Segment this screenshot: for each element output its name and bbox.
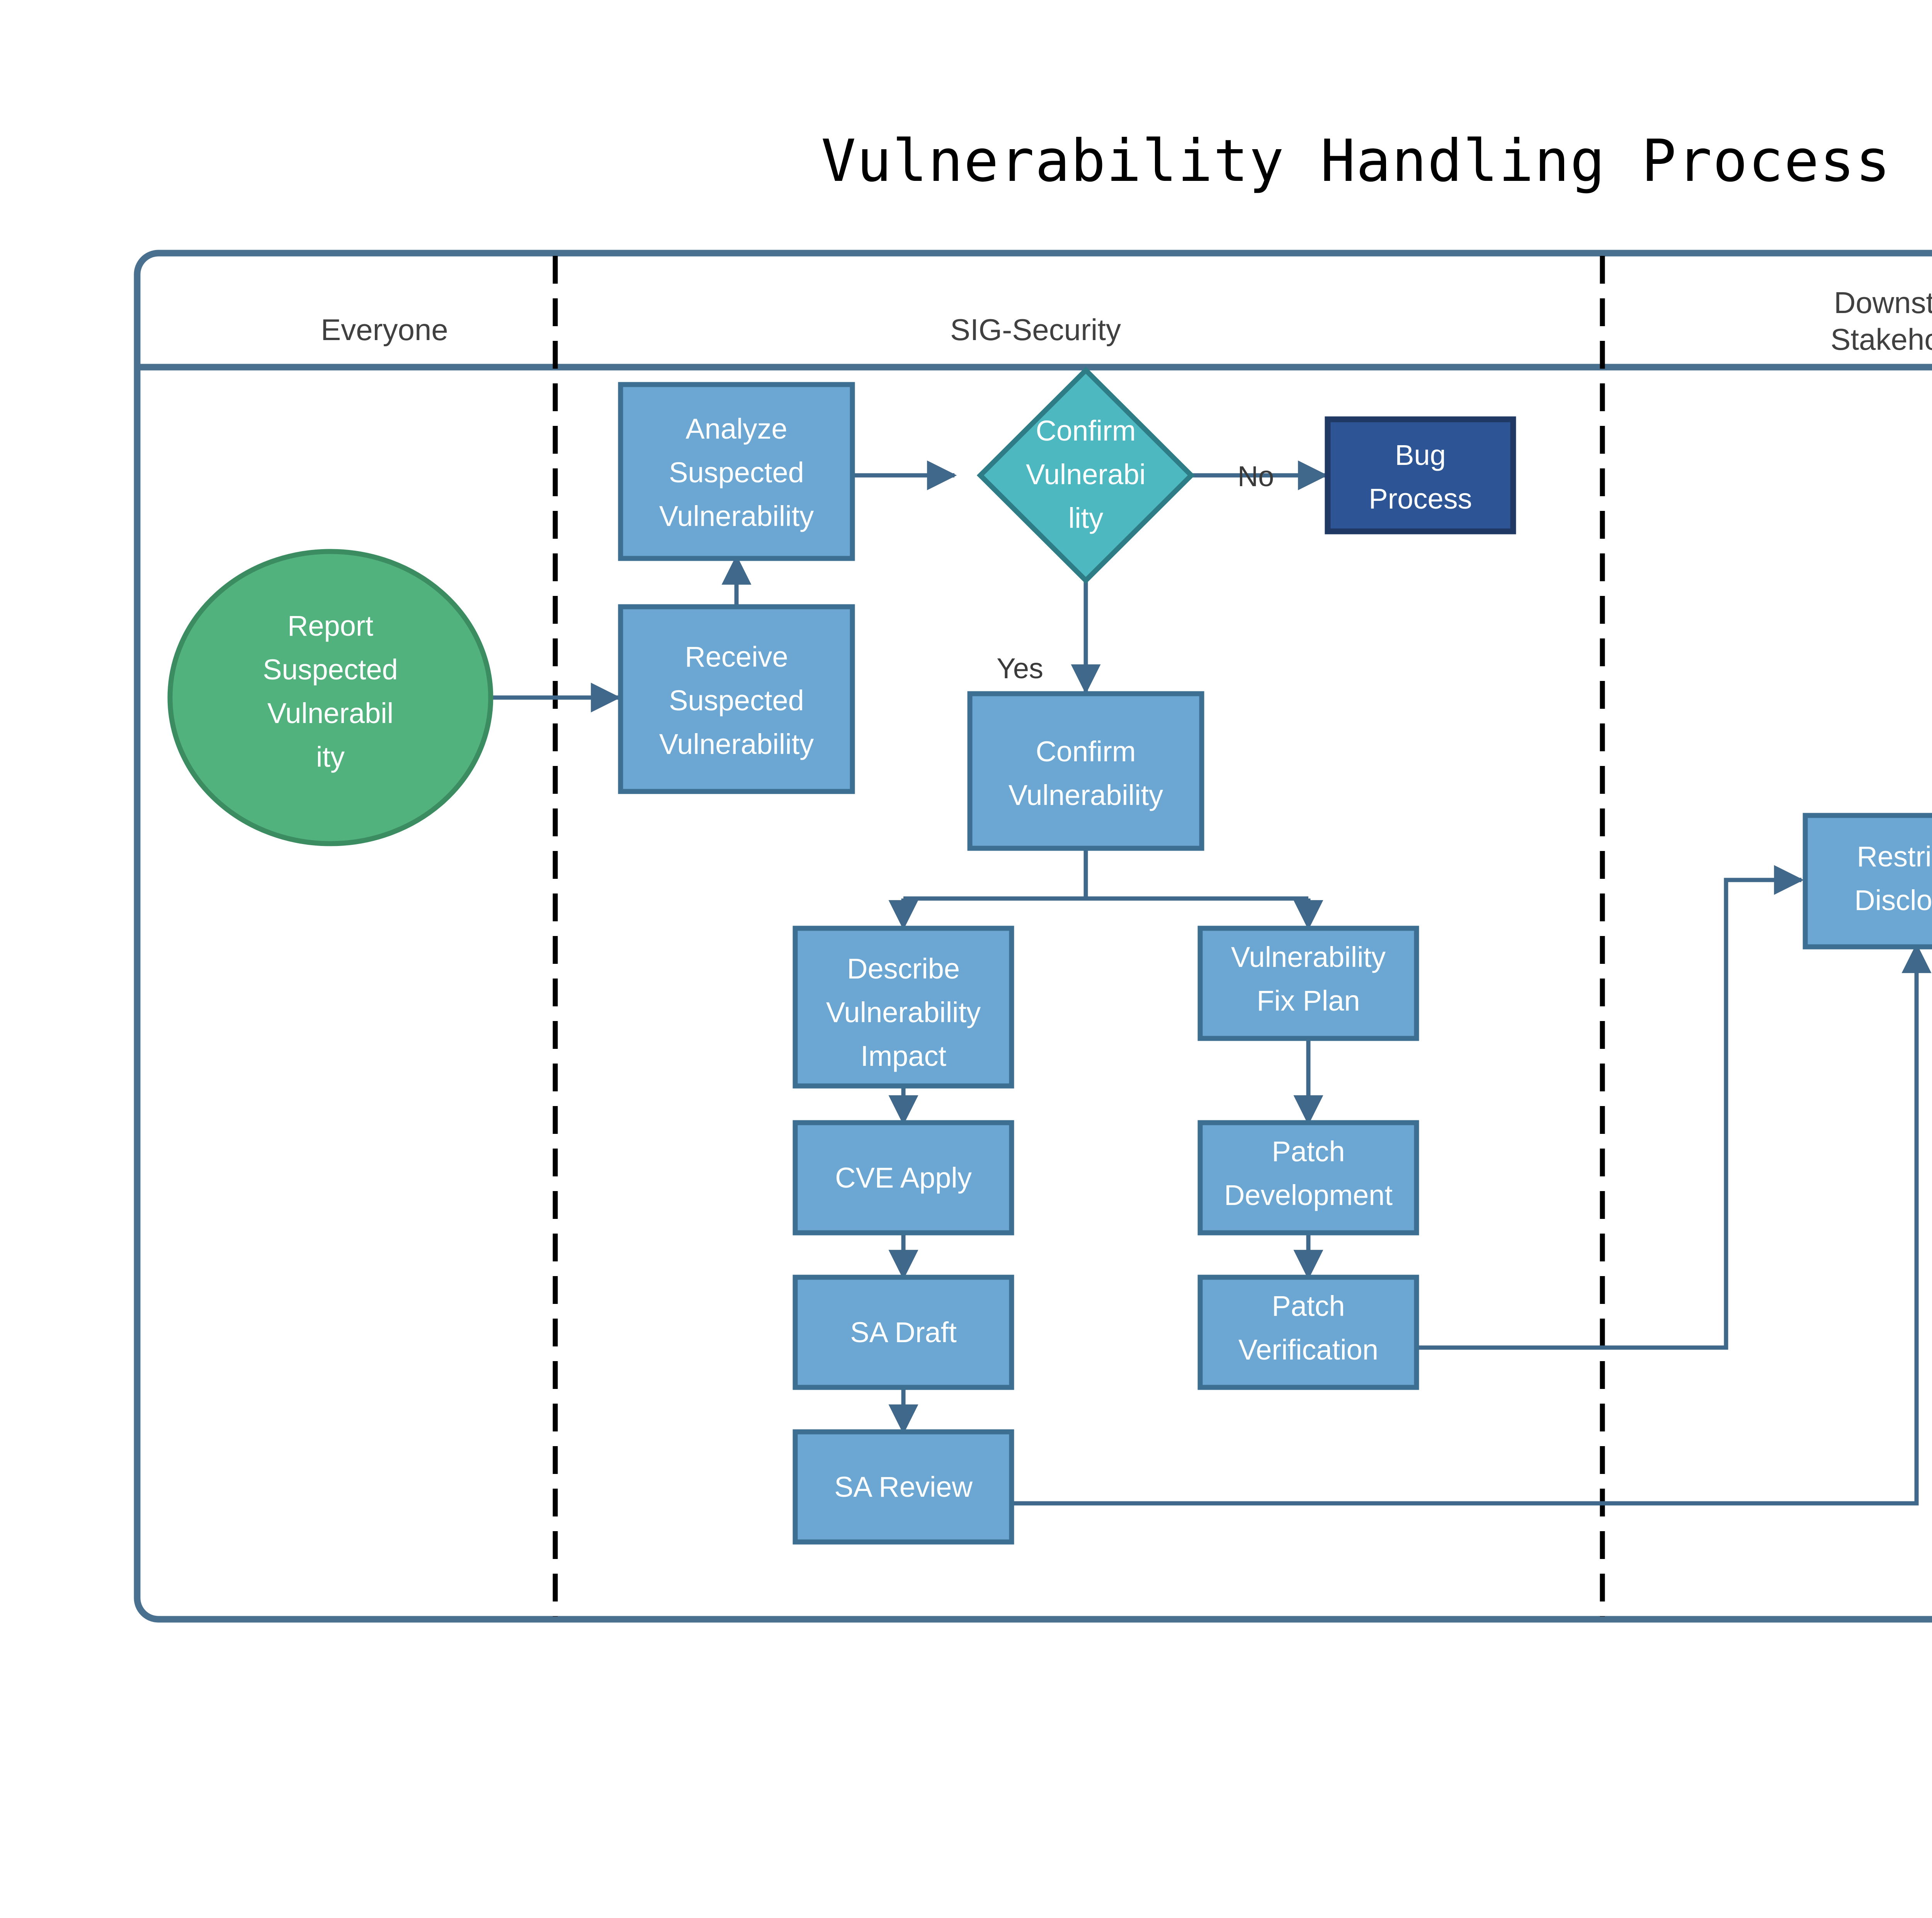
- node-patch-development[interactable]: Patch Development: [1197, 1120, 1419, 1236]
- node-cve-apply[interactable]: CVE Apply: [793, 1120, 1014, 1236]
- connectors: [489, 460, 1932, 1506]
- process-box-shape[interactable]: [793, 1120, 1014, 1236]
- edge-patchver-to-restricted: [1366, 865, 1804, 1350]
- node-analyze-line-2: Suspected: [669, 456, 804, 488]
- node-bug-process[interactable]: Bug Process: [1325, 416, 1516, 534]
- node-restricted-line-2: Disclosure: [1854, 884, 1932, 916]
- node-report-line-1: Report: [287, 610, 374, 642]
- node-sa-draft-line-1: SA Draft: [850, 1316, 957, 1348]
- process-box-shape[interactable]: [967, 691, 1204, 851]
- edge-label-no: No: [1238, 460, 1274, 492]
- node-analyze-line-3: Vulnerability: [659, 500, 814, 532]
- node-receive-line-2: Suspected: [669, 684, 804, 716]
- process-box-shape[interactable]: [1197, 1120, 1419, 1236]
- node-bug-process-line-1: Bug: [1395, 439, 1446, 471]
- edge-sareview-to-restricted: [1008, 943, 1932, 1506]
- node-sa-draft[interactable]: SA Draft: [793, 1275, 1014, 1390]
- node-describe-line-3: Impact: [861, 1040, 947, 1072]
- process-box-shape[interactable]: [793, 1275, 1014, 1390]
- terminal-box-shape[interactable]: [1325, 416, 1516, 534]
- process-box-shape[interactable]: [618, 382, 855, 561]
- node-sa-review-line-1: SA Review: [834, 1471, 973, 1503]
- node-decision-line-2: Vulnerabi: [1026, 458, 1146, 490]
- node-analyze-line-1: Analyze: [685, 413, 787, 445]
- pool-frame: [134, 250, 1932, 1623]
- node-patchver-line-1: Patch: [1272, 1290, 1345, 1322]
- node-patch-verification[interactable]: Patch Verification: [1197, 1275, 1419, 1390]
- process-box-shape[interactable]: [793, 1429, 1014, 1545]
- node-fixplan-line-2: Fix Plan: [1257, 985, 1360, 1017]
- node-describe-line-1: Describe: [847, 953, 960, 985]
- node-receive-line-1: Receive: [685, 641, 788, 673]
- lane-dividers: [553, 256, 1605, 1617]
- lane-header-sig-security: SIG-Security: [950, 313, 1121, 347]
- node-vulnerability-fix-plan[interactable]: Vulnerability Fix Plan: [1197, 926, 1419, 1041]
- page-title: Vulnerability Handling Process: [821, 128, 1891, 195]
- lane-header-downstream-line1: Downstream: [1834, 286, 1932, 320]
- process-box-shape[interactable]: [1197, 926, 1419, 1041]
- node-report-line-2: Suspected: [263, 654, 398, 686]
- node-receive-suspected-vulnerability[interactable]: Receive Suspected Vulnerability: [618, 604, 855, 794]
- process-box-shape[interactable]: [793, 926, 1014, 1089]
- process-box-shape[interactable]: [618, 604, 855, 794]
- node-describe-line-2: Vulnerability: [826, 996, 981, 1028]
- process-box-shape[interactable]: [1803, 813, 1932, 950]
- decision-diamond-shape[interactable]: [976, 366, 1195, 584]
- node-patchver-line-2: Verification: [1238, 1334, 1378, 1366]
- node-confirm-line-2: Vulnerability: [1009, 779, 1163, 811]
- node-analyze-suspected-vulnerability[interactable]: Analyze Suspected Vulnerability: [618, 382, 855, 561]
- lane-header-downstream-line2: Stakeholders: [1830, 322, 1932, 356]
- node-patchdev-line-1: Patch: [1272, 1135, 1345, 1167]
- lane-header-everyone-left: Everyone: [321, 313, 448, 347]
- node-decision-line-3: lity: [1068, 502, 1103, 534]
- process-box-shape[interactable]: [1197, 1275, 1419, 1390]
- node-confirm-line-1: Confirm: [1036, 735, 1136, 768]
- node-report-line-3: Vulnerabil: [267, 697, 393, 729]
- node-restricted-line-1: Restricted: [1857, 841, 1932, 873]
- node-report-suspected-vulnerability[interactable]: Report Suspected Vulnerabil ity: [167, 549, 493, 846]
- node-fixplan-line-1: Vulnerability: [1231, 941, 1386, 973]
- node-confirm-vulnerability-decision[interactable]: Confirm Vulnerabi lity: [976, 366, 1195, 584]
- node-cve-apply-line-1: CVE Apply: [835, 1162, 972, 1194]
- node-receive-line-3: Vulnerability: [659, 728, 814, 760]
- node-describe-vulnerability-impact[interactable]: Describe Vulnerability Impact: [793, 926, 1014, 1089]
- node-report-line-4: ity: [316, 741, 345, 773]
- pool-outer-border: [134, 250, 1932, 1623]
- node-patchdev-line-2: Development: [1224, 1179, 1393, 1211]
- node-sa-review[interactable]: SA Review: [793, 1429, 1014, 1545]
- node-decision-line-1: Confirm: [1036, 415, 1136, 447]
- edge-label-yes: Yes: [997, 652, 1043, 684]
- start-circle-shape[interactable]: [167, 549, 493, 846]
- node-bug-process-line-2: Process: [1369, 483, 1472, 515]
- node-confirm-vulnerability[interactable]: Confirm Vulnerability: [967, 691, 1204, 851]
- node-restricted-disclosure[interactable]: Restricted Disclosure: [1803, 813, 1932, 950]
